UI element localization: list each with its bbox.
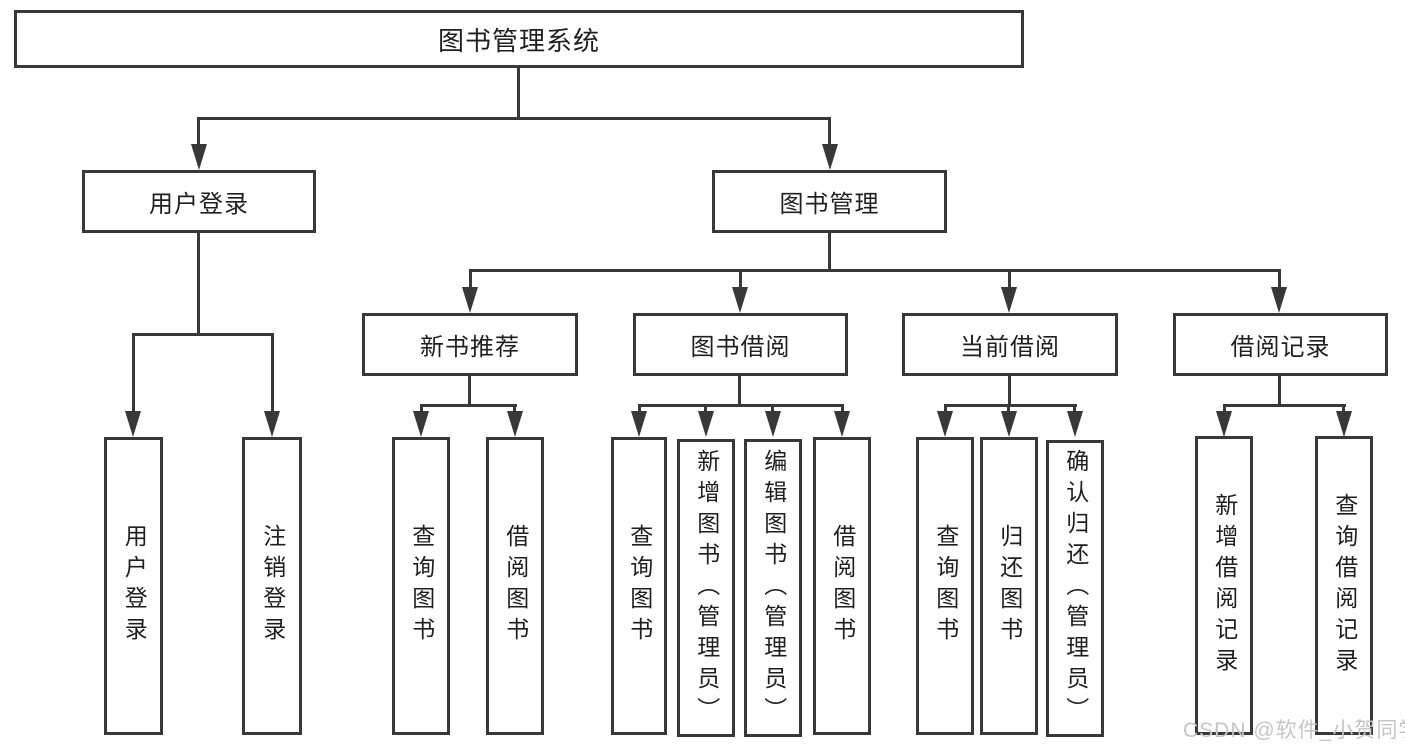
node-label: 新增借阅记录 [1211,492,1238,679]
leaf-borrow-books-recommend: 借阅图书 [486,437,544,735]
arrowhead-down-icon [1001,287,1017,313]
connector-line [1278,271,1281,289]
leaf-confirm-return-admin: 确认归还（管理员） [1046,440,1104,737]
arrowhead-down-icon [125,411,141,437]
arrowhead-down-icon [822,144,838,170]
node-label: 图书管理系统 [437,25,600,56]
node-label: 用户登录 [149,191,249,218]
leaf-logout: 注销登录 [242,437,302,735]
connector-line [841,406,844,414]
leaf-return-books: 归还图书 [980,437,1038,735]
connector-line [638,406,641,414]
node-label: 确认归还（管理员） [1062,449,1089,728]
csdn-watermark: CSDN @软件_小贺同学 [1183,719,1405,742]
connector-line [1073,406,1076,414]
connector-line [132,335,135,413]
node-label: 归还图书 [996,524,1023,648]
node-label: 图书借阅 [690,334,791,361]
connector-line [828,233,831,272]
connector-line [420,404,517,407]
connector-line [197,233,200,335]
arrowhead-down-icon [1336,411,1352,437]
leaf-borrow-books: 借阅图书 [813,437,871,735]
connector-line [1007,406,1010,414]
connector-line [517,68,520,119]
connector-line [1223,406,1226,414]
leaf-edit-books-admin: 编辑图书（管理员） [744,439,802,737]
arrowhead-down-icon [698,411,714,437]
connector-line [420,406,423,414]
connector-line [704,406,707,414]
arrowhead-down-icon [937,411,953,437]
connector-line [271,335,274,413]
node-book-management: 图书管理 [712,170,947,233]
node-label: 借阅记录 [1230,334,1331,361]
node-label: 查询图书 [626,524,653,648]
connector-line [1278,376,1281,407]
connector-line [738,376,741,407]
connector-line [468,376,471,407]
arrowhead-down-icon [507,411,523,437]
arrowhead-down-icon [732,287,748,313]
connector-line [513,406,516,414]
connector-line [739,271,742,289]
arrowhead-down-icon [834,411,850,437]
connector-line [197,117,831,120]
connector-line [828,119,831,148]
connector-line [944,406,947,414]
connector-line [1223,404,1346,407]
arrowhead-down-icon [191,144,207,170]
arrowhead-down-icon [631,411,647,437]
connector-line [1008,376,1011,407]
node-user-login: 用户登录 [82,170,316,233]
arrowhead-down-icon [1216,411,1232,437]
leaf-add-borrow-record: 新增借阅记录 [1195,436,1253,735]
node-label: 借阅图书 [829,524,856,648]
node-library-management-system: 图书管理系统 [14,10,1024,68]
node-label: 查询借阅记录 [1331,492,1358,679]
node-new-book-recommend: 新书推荐 [362,313,578,376]
node-label: 新增图书（管理员） [693,448,720,728]
connector-line [469,269,1281,272]
node-label: 新书推荐 [420,334,520,361]
leaf-query-borrow-record: 查询借阅记录 [1315,436,1373,735]
node-label: 查询图书 [408,524,435,648]
leaf-query-books-borrowing: 查询图书 [611,437,667,735]
node-borrowing-records: 借阅记录 [1173,313,1388,376]
connector-line [1342,406,1345,414]
arrowhead-down-icon [1271,287,1287,313]
node-label: 借阅图书 [502,524,529,648]
arrowhead-down-icon [413,411,429,437]
connector-line [197,119,200,148]
leaf-user-login: 用户登录 [104,437,163,735]
leaf-query-books-current: 查询图书 [916,437,974,735]
arrowhead-down-icon [462,287,478,313]
connector-line [638,404,844,407]
node-label: 查询图书 [932,524,959,648]
node-label: 当前借阅 [960,334,1060,361]
connector-line [771,406,774,414]
leaf-add-books-admin: 新增图书（管理员） [677,439,735,737]
node-label: 注销登录 [259,524,286,648]
connector-line [469,271,472,289]
node-current-borrowing: 当前借阅 [902,313,1118,376]
node-book-borrowing: 图书借阅 [633,313,848,376]
arrowhead-down-icon [1001,411,1017,437]
leaf-query-books-recommend: 查询图书 [392,437,450,735]
connector-line [944,404,1077,407]
arrowhead-down-icon [1067,411,1083,437]
connector-line [1008,271,1011,289]
connector-line [132,333,274,336]
arrowhead-down-icon [264,411,280,437]
arrowhead-down-icon [765,411,781,437]
node-label: 用户登录 [121,524,148,648]
node-label: 图书管理 [779,191,880,218]
node-label: 编辑图书（管理员） [760,448,787,728]
